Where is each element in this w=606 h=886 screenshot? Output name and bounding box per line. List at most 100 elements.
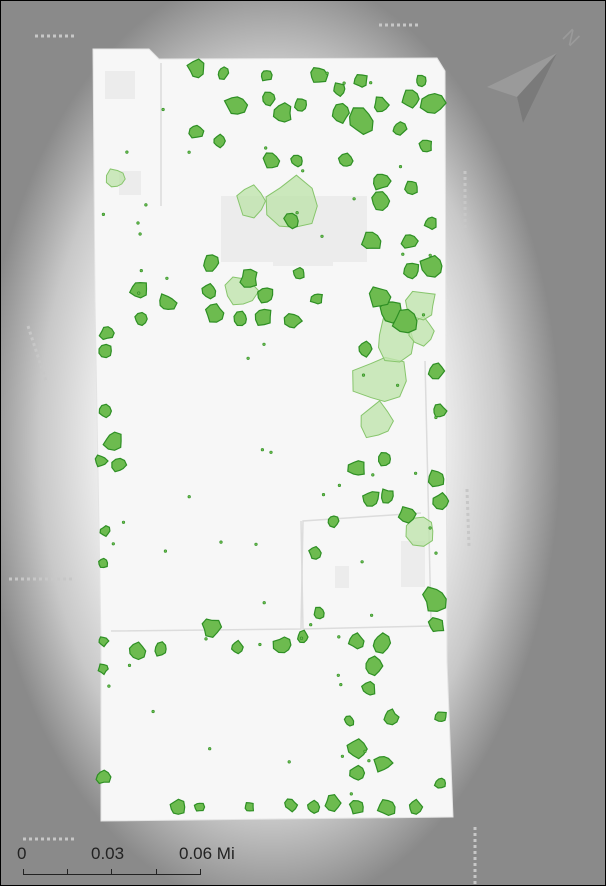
tree-speck	[337, 635, 341, 639]
tree-canopy	[372, 632, 392, 654]
tree-speck	[254, 542, 258, 546]
building	[105, 71, 135, 99]
tree-canopy	[421, 586, 447, 613]
tree-canopy	[102, 431, 122, 451]
tree-speck	[396, 383, 400, 387]
tree-speck	[163, 549, 167, 553]
tree-canopy	[327, 515, 340, 529]
tree-speck	[111, 542, 115, 546]
tree-canopy	[365, 655, 384, 677]
tree-canopy	[239, 268, 258, 288]
tree-canopy	[111, 457, 128, 473]
scale-label-1: 0.03	[91, 844, 125, 863]
scale-label-2: 0.06 Mi	[179, 844, 235, 863]
tree-canopy	[433, 777, 447, 789]
tree-speck	[121, 520, 126, 524]
scale-tick	[67, 869, 68, 875]
tree-canopy	[343, 715, 355, 727]
tree-speck	[187, 495, 191, 499]
tree-canopy	[292, 266, 305, 280]
tree-canopy	[397, 505, 417, 524]
tree-canopy	[309, 293, 323, 305]
tree-canopy	[296, 629, 309, 644]
tree-speck	[187, 150, 191, 154]
tree-speck	[361, 373, 366, 377]
tree-canopy	[358, 340, 373, 358]
scale-label-0: 0	[17, 844, 27, 863]
tree-canopy	[360, 680, 376, 696]
tree-canopy	[371, 191, 391, 212]
tree-canopy	[99, 525, 111, 538]
tree-speck	[342, 81, 346, 85]
tree-canopy	[217, 66, 230, 81]
tree-canopy	[98, 557, 109, 569]
tree-canopy	[348, 799, 364, 815]
tree-canopy	[362, 491, 380, 507]
footpath	[300, 520, 432, 630]
tree-canopy	[432, 491, 450, 511]
tree-canopy	[433, 403, 448, 418]
tree-canopy	[427, 617, 445, 633]
tree-canopy	[272, 636, 292, 654]
tree-canopy	[348, 107, 374, 136]
tree-speck	[295, 211, 299, 215]
tree-speck	[421, 313, 426, 317]
tree-canopy	[373, 96, 391, 113]
tree-canopy	[306, 799, 321, 814]
tree-speck	[264, 146, 268, 150]
tree-canopy	[128, 281, 148, 299]
tree-speck	[309, 623, 313, 627]
tree-canopy	[368, 286, 392, 308]
tree-speck	[161, 107, 165, 112]
tree-canopy	[272, 102, 292, 123]
tree-canopy	[353, 73, 368, 88]
tree-canopy	[97, 663, 109, 676]
tree-canopy	[346, 738, 368, 760]
tree-canopy	[313, 606, 325, 620]
building	[273, 226, 333, 266]
tree-canopy	[223, 96, 249, 115]
tree-speck	[219, 540, 223, 544]
tree-canopy	[95, 769, 112, 785]
tree-canopy	[230, 639, 244, 655]
tree-canopy	[134, 311, 148, 327]
building	[335, 566, 349, 588]
tree-speck	[401, 252, 405, 256]
tree-canopy	[262, 152, 281, 169]
tree-canopy	[434, 711, 447, 723]
tree-speck	[151, 709, 155, 714]
tree-canopy	[423, 216, 437, 231]
tree-speck	[204, 637, 208, 641]
tree-speck	[125, 150, 129, 154]
tree-canopy	[373, 755, 394, 773]
tree-canopy	[260, 70, 273, 82]
tree-canopy	[380, 488, 394, 504]
tree-canopy	[284, 798, 299, 813]
tree-speck	[208, 747, 212, 751]
tree-canopy	[262, 91, 276, 107]
tree-speck	[363, 749, 367, 754]
tree-canopy	[349, 764, 366, 781]
tree-speck	[336, 673, 340, 677]
tree-canopy	[372, 173, 392, 191]
tree-canopy	[159, 293, 178, 311]
building	[401, 541, 425, 587]
tree-canopy	[360, 231, 382, 250]
tree-canopy	[257, 287, 274, 304]
north-arrow-shade	[517, 53, 557, 123]
tree-canopy	[333, 82, 346, 98]
tree-canopy	[204, 303, 225, 323]
tree-canopy	[416, 74, 427, 88]
tree-speck	[258, 642, 262, 647]
tree-canopy	[427, 362, 446, 380]
tree-speck	[262, 342, 266, 346]
scale-tick	[111, 869, 112, 875]
tree-speck	[325, 71, 329, 75]
tree-speck	[137, 291, 141, 295]
tree-speck	[139, 269, 143, 273]
tree-canopy	[391, 308, 418, 334]
tree-canopy	[154, 641, 167, 657]
tree-speck	[339, 682, 343, 687]
